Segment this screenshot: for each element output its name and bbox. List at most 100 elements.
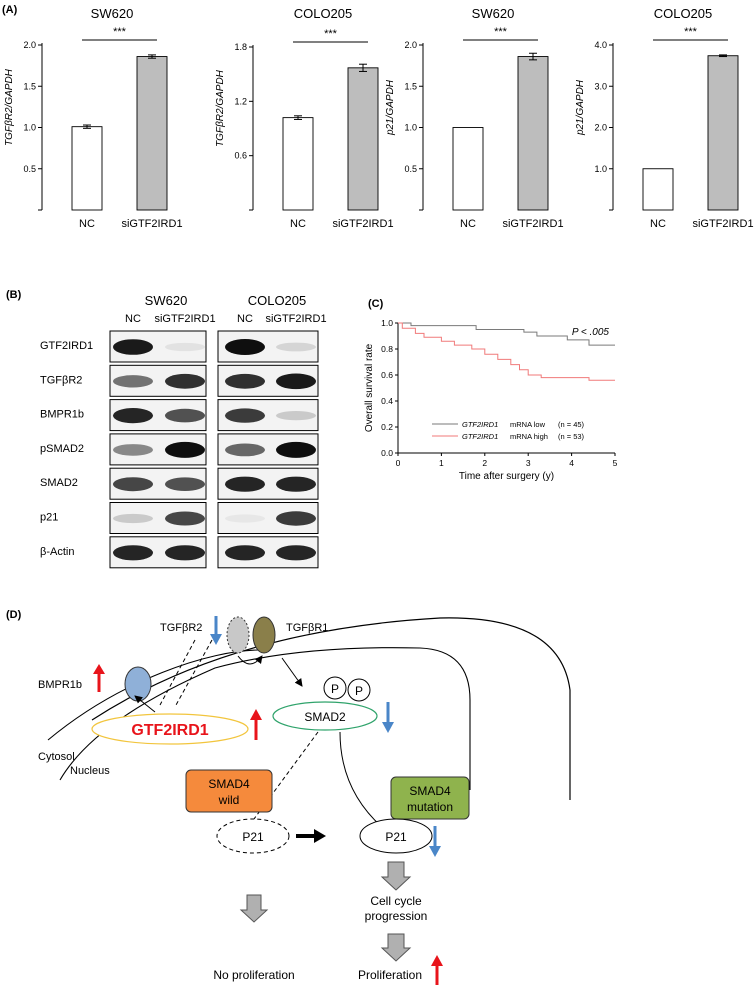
blot-row-label: GTF2IRD1 bbox=[40, 340, 93, 352]
blot-band bbox=[113, 375, 153, 388]
up-arrow-bmpr1b bbox=[93, 664, 105, 692]
bar bbox=[517, 56, 549, 211]
x-tick-label: siGTF2IRD1 bbox=[121, 218, 182, 230]
legend-name: mRNA low bbox=[510, 420, 546, 429]
smad4-wild-line2: wild bbox=[218, 793, 240, 807]
bar bbox=[71, 126, 103, 211]
x-tick-label: NC bbox=[290, 218, 306, 230]
bmpr1b-label: BMPR1b bbox=[38, 679, 82, 691]
y-tick-label: 1.0 bbox=[404, 123, 417, 133]
chart-title: SW620 bbox=[91, 6, 134, 21]
y-axis-label: TGFβR2/GAPDH bbox=[215, 69, 226, 147]
y-tick-label: 2.0 bbox=[594, 123, 607, 133]
survival-y-tick-label: 0.4 bbox=[381, 396, 393, 406]
phosphate-1-label: P bbox=[331, 682, 339, 696]
significance-label: *** bbox=[324, 28, 338, 40]
blot-band bbox=[276, 342, 316, 352]
smad4-mutation-box bbox=[390, 776, 470, 820]
blot-band bbox=[165, 545, 205, 561]
survival-x-tick-label: 5 bbox=[613, 458, 618, 468]
y-tick-label: 1.5 bbox=[404, 81, 417, 91]
cell-cycle-line2: progression bbox=[365, 909, 428, 923]
transition-arrow bbox=[296, 829, 326, 843]
arrow-to-bmpr1b bbox=[134, 695, 156, 713]
p21-mut-label: P21 bbox=[385, 830, 407, 844]
cell-membrane bbox=[91, 617, 571, 800]
blot-group-label: COLO205 bbox=[248, 293, 307, 308]
x-tick-label: NC bbox=[460, 218, 476, 230]
blot-band bbox=[113, 545, 153, 561]
survival-p-value: P < .005 bbox=[572, 327, 610, 338]
survival-y-label: Overall survival rate bbox=[364, 343, 375, 432]
panel-label-b: (B) bbox=[6, 289, 22, 301]
blot-band bbox=[165, 342, 205, 352]
blot-row-label: β-Actin bbox=[40, 546, 74, 558]
phosphate-2-label: P bbox=[355, 684, 363, 698]
survival-x-label: Time after surgery (y) bbox=[459, 471, 554, 482]
down-arrow-smad2 bbox=[382, 702, 394, 733]
significance-label: *** bbox=[113, 26, 127, 38]
x-tick-label: siGTF2IRD1 bbox=[332, 218, 393, 230]
x-tick-label: siGTF2IRD1 bbox=[692, 218, 753, 230]
chart-title: COLO205 bbox=[654, 6, 713, 21]
significance-label: *** bbox=[684, 26, 698, 38]
phosphate-1 bbox=[323, 676, 347, 700]
blot-lane-label: siGTF2IRD1 bbox=[154, 313, 215, 325]
cell-cycle-line1: Cell cycle bbox=[370, 894, 422, 908]
significance-label: *** bbox=[494, 26, 508, 38]
survival-x-tick-label: 3 bbox=[526, 458, 531, 468]
panel-label-a: (A) bbox=[2, 4, 18, 16]
blot-band bbox=[225, 408, 265, 423]
y-tick-label: 4.0 bbox=[594, 40, 607, 50]
blot-row-label: BMPR1b bbox=[40, 409, 84, 421]
blot-band bbox=[165, 477, 205, 492]
panel-label-d: (D) bbox=[6, 609, 22, 621]
blot-band bbox=[276, 545, 316, 561]
blot-lane-label: NC bbox=[125, 313, 141, 325]
bmpr1b-receptor bbox=[124, 666, 152, 702]
y-axis-label: p21/GAPDH bbox=[575, 79, 586, 136]
blot-row-label: pSMAD2 bbox=[40, 443, 84, 455]
blot-band bbox=[276, 511, 316, 526]
y-tick-label: 0.5 bbox=[404, 164, 417, 174]
blot-band bbox=[225, 545, 265, 561]
blot-band bbox=[225, 476, 265, 492]
bar bbox=[707, 55, 739, 211]
survival-y-tick-label: 0.8 bbox=[381, 344, 393, 354]
phosphate-2 bbox=[347, 678, 371, 702]
survival-x-tick-label: 1 bbox=[439, 458, 444, 468]
tgfbr1-label: TGFβR1 bbox=[286, 622, 328, 634]
blot-row-label: SMAD2 bbox=[40, 477, 78, 489]
dashed-line-tgfbr2 bbox=[159, 639, 196, 706]
nucleus-label: Nucleus bbox=[70, 765, 110, 777]
legend-gene: GTF2IRD1 bbox=[462, 432, 498, 441]
legend-gene: GTF2IRD1 bbox=[462, 420, 498, 429]
tgfbr2-receptor bbox=[226, 616, 250, 654]
blot-group-label: SW620 bbox=[145, 293, 188, 308]
p21-wild-node bbox=[216, 818, 290, 854]
phospho-arrow bbox=[237, 655, 263, 665]
chart-title: SW620 bbox=[472, 6, 515, 21]
legend-n: (n = 45) bbox=[558, 420, 585, 429]
y-tick-label: 2.0 bbox=[404, 40, 417, 50]
x-tick-label: siGTF2IRD1 bbox=[502, 218, 563, 230]
arrow-to-smad2 bbox=[281, 657, 303, 687]
no-proliferation-label: No proliferation bbox=[213, 968, 294, 982]
gray-arrow-2 bbox=[380, 933, 412, 962]
smad2-node bbox=[272, 701, 378, 731]
bar bbox=[282, 117, 314, 211]
bar bbox=[642, 168, 674, 211]
y-tick-label: 0.6 bbox=[234, 151, 247, 161]
p21-mut-node bbox=[359, 818, 433, 854]
survival-x-tick-label: 4 bbox=[569, 458, 574, 468]
proliferation-label: Proliferation bbox=[358, 968, 422, 982]
gray-arrow-3 bbox=[239, 894, 269, 923]
blot-band bbox=[225, 514, 265, 523]
survival-y-tick-label: 0.2 bbox=[381, 422, 393, 432]
